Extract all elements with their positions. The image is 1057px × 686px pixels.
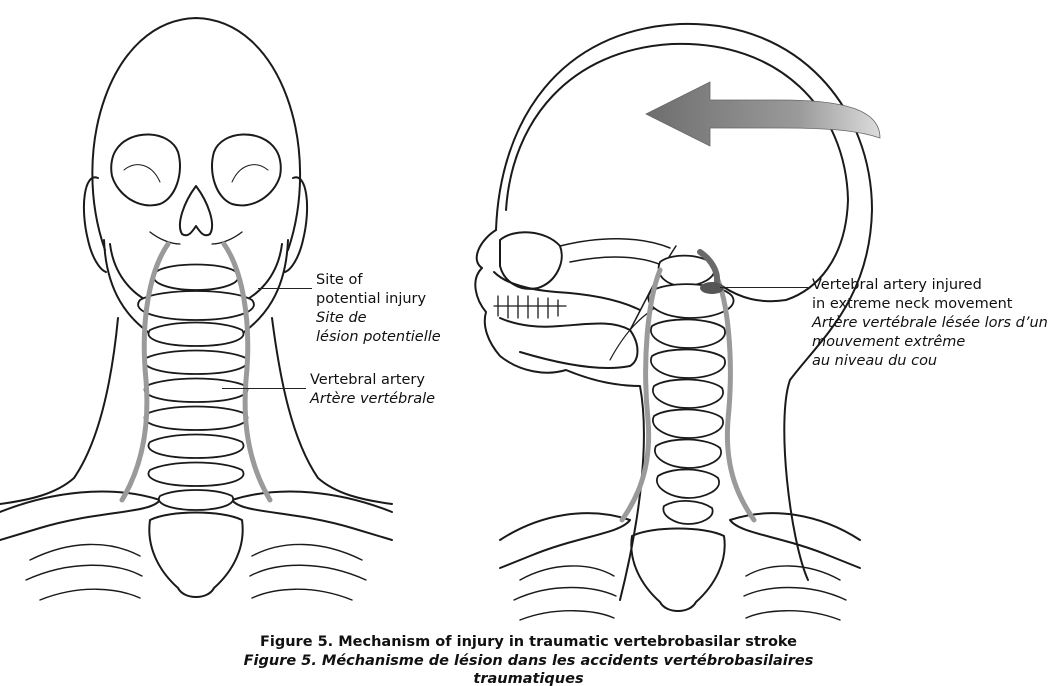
figure-caption-fr-1: Figure 5. Méchanisme de lésion dans les … [243, 653, 814, 669]
front-manubrium [148, 511, 244, 598]
side-injury-leader [720, 287, 808, 288]
front-left-clavicle [0, 490, 161, 541]
front-site-label-fr-1: Site de [316, 310, 367, 326]
front-neck-right [271, 317, 393, 505]
front-right-ear [284, 176, 309, 273]
side-injury-label-en-2: in extreme neck movement [812, 296, 1013, 312]
figure-caption-fr-2: traumatiques [473, 671, 584, 686]
front-site-leader [258, 288, 312, 289]
side-left-ribs [513, 565, 617, 621]
side-orbit [499, 231, 563, 290]
front-cervical-spine [137, 263, 255, 511]
front-artery-label-en: Vertebral artery [310, 372, 425, 388]
front-site-label-en-2: potential injury [316, 291, 427, 307]
rotation-arrow [645, 81, 881, 147]
front-nasal-cavity [178, 185, 214, 237]
side-maxilla [493, 271, 641, 311]
front-head-outline [91, 17, 301, 251]
front-site-label-fr-2: lésion potentielle [316, 329, 441, 345]
front-left-ribs [25, 543, 143, 601]
side-right-clavicle [729, 512, 861, 569]
side-left-clavicle [499, 512, 631, 569]
side-right-ribs [743, 565, 847, 621]
side-injury-label-fr-3: au niveau du cou [812, 353, 938, 369]
side-injury-label-en-1: Vertebral artery injured [812, 277, 982, 293]
side-mandible [499, 317, 639, 369]
front-vertebral-arteries [119, 241, 273, 503]
side-teeth [497, 295, 559, 319]
front-artery-label-fr: Artère vertébrale [310, 391, 436, 407]
front-right-clavicle [231, 490, 393, 541]
side-head-outline [495, 22, 873, 581]
front-neck-left [0, 317, 119, 505]
front-artery-leader [222, 388, 306, 389]
figure-caption-en: Figure 5. Mechanism of injury in traumat… [259, 634, 797, 650]
front-left-ear [82, 176, 107, 273]
side-manubrium [630, 527, 726, 612]
front-right-eye-socket [211, 133, 282, 207]
front-left-eye-socket [110, 133, 181, 207]
front-right-ribs [249, 543, 367, 601]
injury-site-marker [700, 282, 724, 294]
side-injury-label-fr-1: Artère vertébrale lésée lors d’un [812, 315, 1048, 331]
front-site-label-en-1: Site of [316, 272, 363, 288]
side-face-profile [474, 229, 645, 601]
side-injury-label-fr-2: mouvement extrême [812, 334, 966, 350]
